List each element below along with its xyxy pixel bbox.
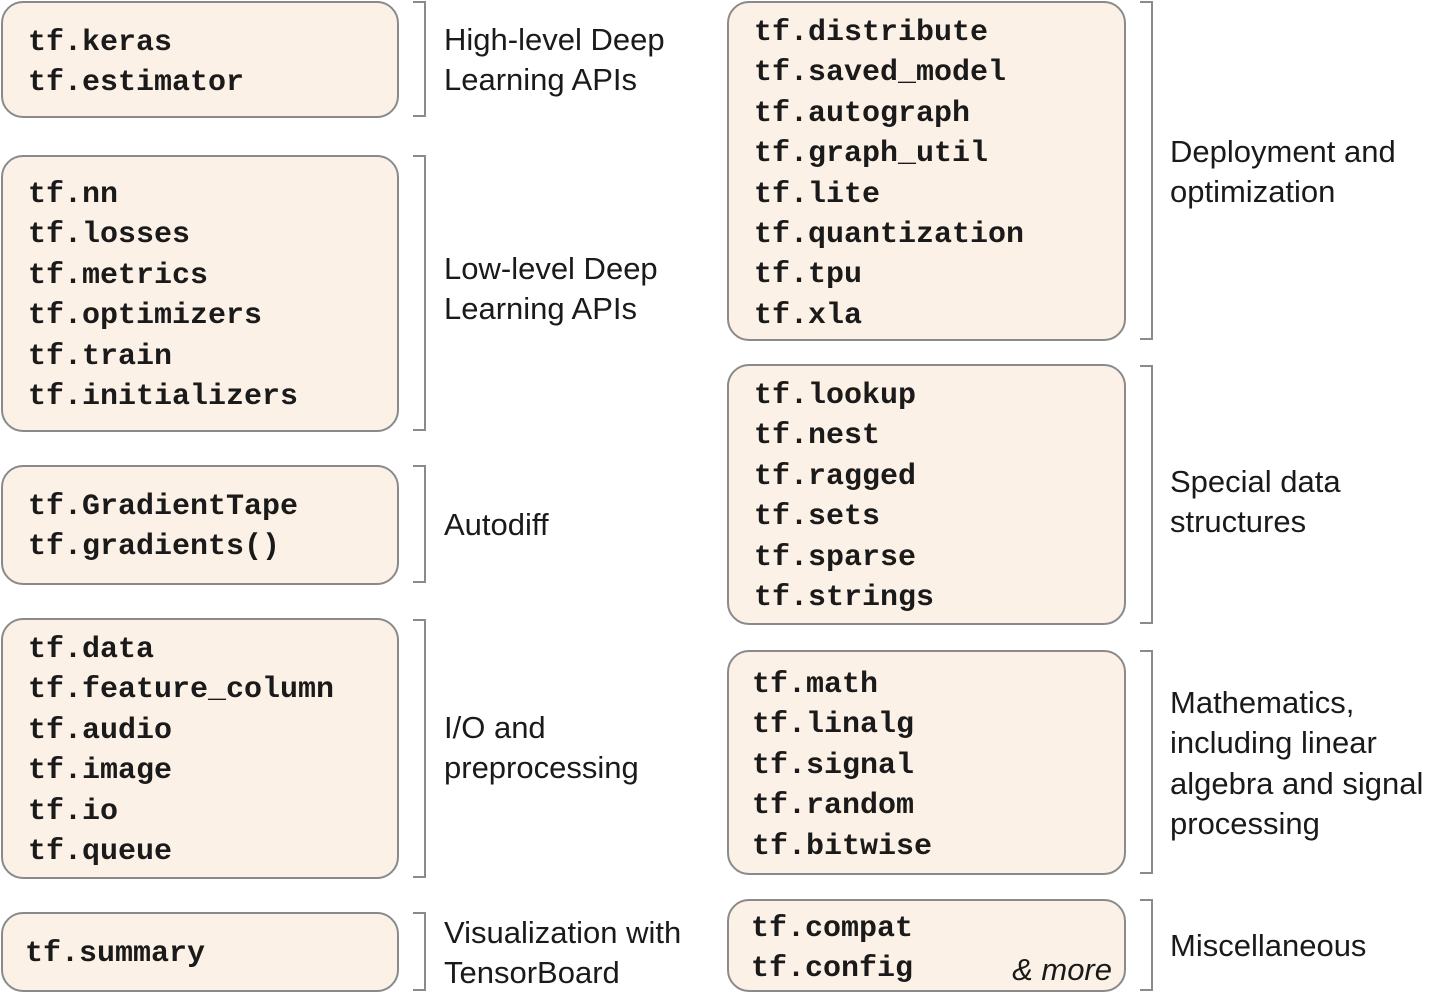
module-name: tf.optimizers (28, 299, 263, 334)
group-label-mathematics: Mathematics, including linear algebra an… (1170, 685, 1424, 842)
module-name: tf.random (752, 789, 915, 824)
group-bracket (413, 619, 426, 878)
module-name: tf.ragged (754, 459, 917, 494)
module-name: tf.distribute (754, 16, 989, 50)
module-name: tf.nest (754, 419, 881, 454)
module-name: tf.queue (28, 835, 173, 870)
module-box-io: tf.data tf.feature_column tf.audio tf.im… (1, 618, 399, 879)
module-name: tf.quantization (754, 218, 1025, 253)
module-name: tf.losses (28, 218, 191, 253)
module-list: tf.lookup tf.nest tf.ragged tf.sets tf.s… (754, 376, 934, 618)
more-note: & more (1012, 952, 1112, 987)
module-name: tf.sparse (754, 540, 917, 575)
group-bracket (413, 155, 426, 431)
group-bracket (1140, 365, 1153, 624)
module-name: tf.keras (28, 26, 173, 60)
module-name: tf.lite (754, 177, 881, 212)
module-name: tf.xla (754, 298, 863, 333)
module-name: tf.gradients() (28, 530, 281, 565)
module-name: tf.sets (754, 500, 881, 535)
module-name: tf.train (28, 339, 173, 374)
group-bracket (1140, 650, 1153, 874)
group-label-miscellaneous: Miscellaneous (1170, 928, 1367, 963)
module-list: tf.nn tf.losses tf.metrics tf.optimizers… (28, 175, 298, 417)
module-name: tf.strings (754, 581, 935, 616)
module-name: tf.GradientTape (28, 490, 299, 524)
group-label-io: I/O and preprocessing (444, 710, 639, 786)
group-bracket (1140, 899, 1153, 991)
module-box-mathematics: tf.math tf.linalg tf.signal tf.random tf… (727, 650, 1126, 875)
module-name: tf.saved_model (754, 56, 1007, 91)
module-name: tf.data (28, 633, 155, 667)
group-label-high-level: High-level Deep Learning APIs (444, 22, 665, 98)
module-name: tf.graph_util (754, 137, 989, 172)
module-box-miscellaneous: tf.compat tf.config & more (727, 899, 1126, 992)
module-name: tf.signal (752, 748, 915, 783)
module-list: tf.GradientTape tf.gradients() (28, 487, 298, 568)
module-list: tf.distribute tf.saved_model tf.autograp… (754, 13, 1024, 336)
group-label-autodiff: Autodiff (444, 507, 549, 542)
group-bracket (413, 912, 426, 991)
module-list: tf.keras tf.estimator (28, 23, 244, 104)
module-name: tf.bitwise (752, 829, 933, 864)
module-list: tf.math tf.linalg tf.signal tf.random tf… (752, 665, 932, 867)
module-box-data-structures: tf.lookup tf.nest tf.ragged tf.sets tf.s… (727, 364, 1126, 625)
module-name: tf.autograph (754, 96, 971, 131)
module-name: tf.linalg (752, 708, 915, 743)
module-name: tf.audio (28, 713, 173, 748)
group-label-data-structures: Special data structures (1170, 464, 1341, 540)
module-list: tf.summary (25, 934, 205, 974)
module-name: tf.math (752, 668, 879, 702)
module-name: tf.image (28, 754, 173, 789)
module-name: tf.config (751, 952, 914, 987)
module-name: tf.io (28, 794, 119, 829)
module-list: tf.data tf.feature_column tf.audio tf.im… (28, 630, 334, 872)
module-name: tf.initializers (28, 380, 299, 415)
module-box-visualization: tf.summary (1, 912, 399, 992)
module-box-autodiff: tf.GradientTape tf.gradients() (1, 465, 399, 585)
module-name: tf.nn (28, 178, 119, 212)
module-name: tf.compat (751, 912, 914, 946)
module-box-low-level: tf.nn tf.losses tf.metrics tf.optimizers… (1, 155, 399, 432)
module-name: tf.tpu (754, 258, 863, 293)
module-name: tf.feature_column (28, 673, 335, 708)
module-box-deployment: tf.distribute tf.saved_model tf.autograp… (727, 1, 1126, 341)
group-bracket (413, 1, 426, 117)
group-label-low-level: Low-level Deep Learning APIs (444, 251, 658, 327)
group-bracket (1140, 1, 1153, 340)
module-box-high-level: tf.keras tf.estimator (1, 1, 399, 118)
module-list: tf.compat tf.config (751, 909, 913, 990)
module-name: tf.summary (25, 937, 206, 971)
group-label-deployment: Deployment and optimization (1170, 134, 1396, 210)
module-name: tf.estimator (28, 66, 245, 101)
group-bracket (413, 465, 426, 583)
module-name: tf.metrics (28, 258, 209, 293)
group-label-visualization: Visualization with TensorBoard (444, 915, 682, 991)
module-name: tf.lookup (754, 379, 917, 413)
